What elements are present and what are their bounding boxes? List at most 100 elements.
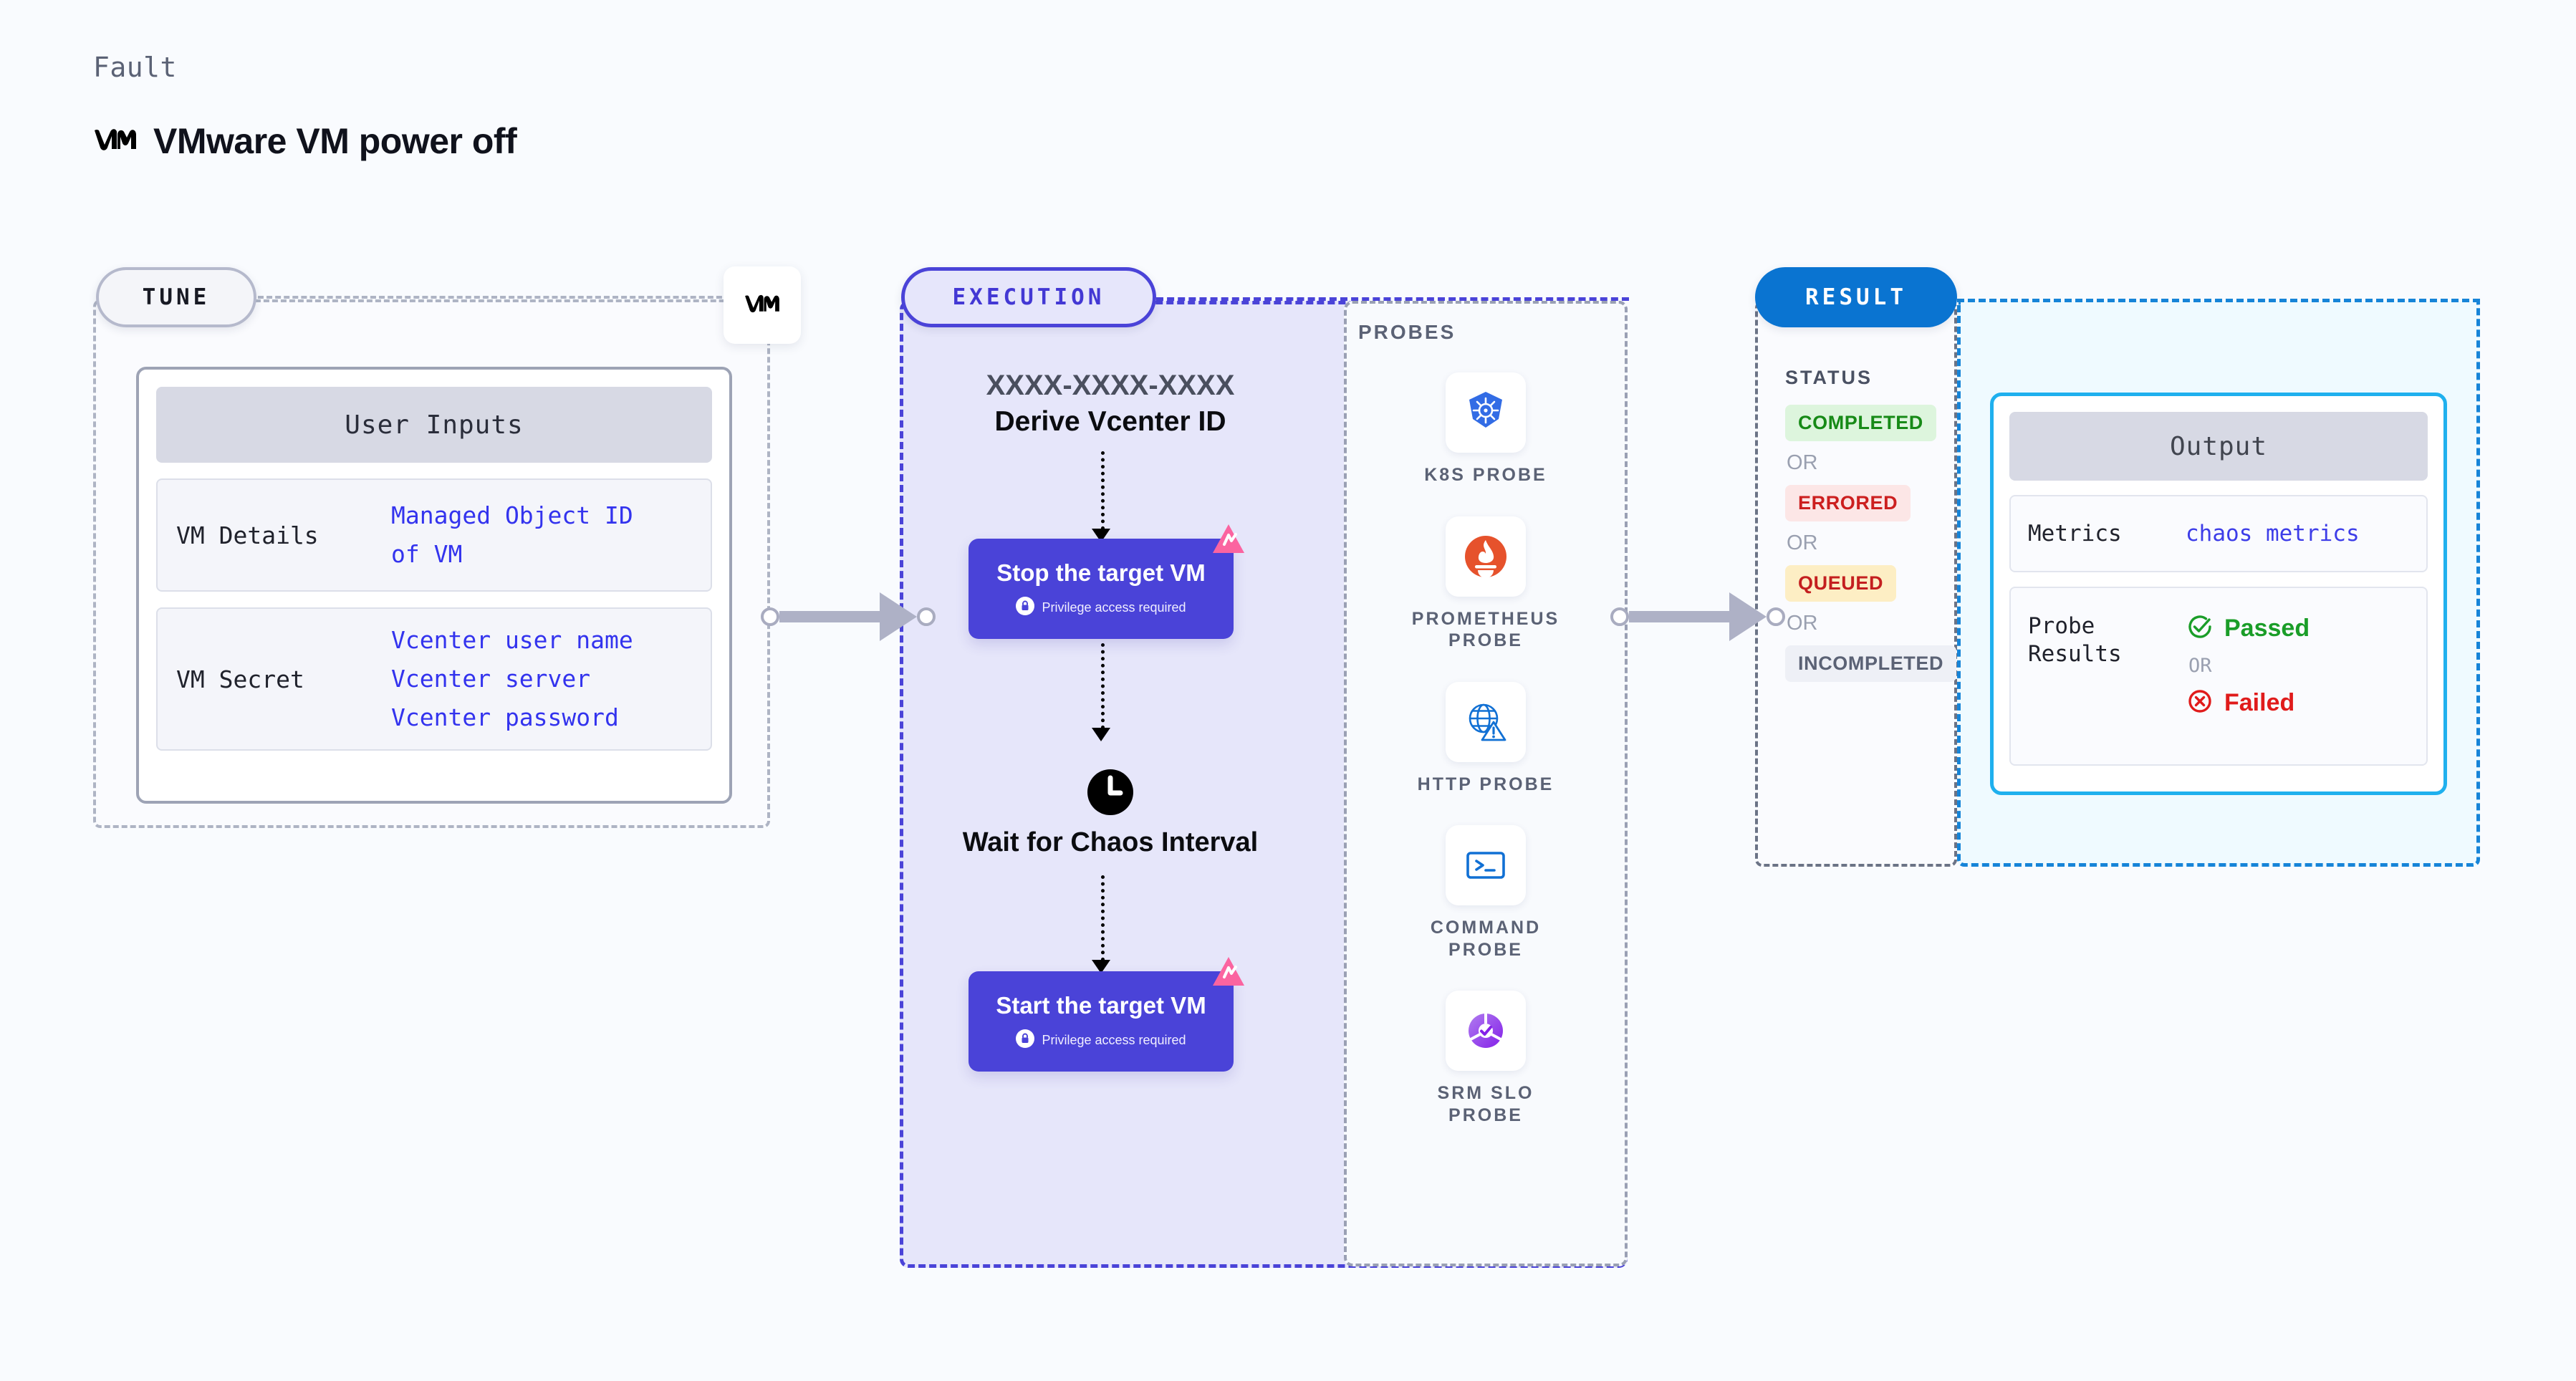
probe-item-http[interactable]: HTTP PROBE xyxy=(1417,681,1554,796)
status-or: OR xyxy=(1787,531,1818,554)
prometheus-icon xyxy=(1446,516,1526,597)
privilege-text: Privilege access required xyxy=(1042,1032,1186,1047)
wait-label: Wait for Chaos Interval xyxy=(962,827,1259,857)
output-header: Output xyxy=(2009,412,2428,481)
flow-arrowhead-2 xyxy=(1092,728,1110,741)
input-row-vm-secret: VM Secret Vcenter user name Vcenter serv… xyxy=(156,607,712,751)
status-or: OR xyxy=(1787,612,1818,635)
litmus-chaos-icon xyxy=(1207,521,1247,556)
probe-results-values: Passed OR Failed xyxy=(2186,612,2310,719)
connector-end-dot xyxy=(917,607,936,626)
input-value: of VM xyxy=(391,540,463,568)
tune-connector-line xyxy=(258,296,731,299)
input-value: Vcenter password xyxy=(391,703,619,732)
probe-result-passed: Passed xyxy=(2186,612,2310,645)
output-metrics-value[interactable]: chaos metrics xyxy=(2186,521,2360,547)
probe-item-prometheus[interactable]: PROMETHEUS PROBE xyxy=(1412,516,1559,652)
probe-item-k8s[interactable]: K8S PROBE xyxy=(1424,372,1547,486)
vmware-vm-logo-icon xyxy=(744,294,781,317)
connector-arrowhead xyxy=(1729,592,1767,641)
flow-line-1 xyxy=(1101,451,1105,530)
status-column: STATUS COMPLETED OR ERRORED OR QUEUED OR… xyxy=(1785,367,1957,682)
status-badge-queued: QUEUED xyxy=(1785,565,1897,602)
litmus-chaos-icon xyxy=(1207,954,1247,988)
x-circle-icon xyxy=(2186,687,2214,719)
execution-connector-line xyxy=(1156,297,1629,301)
result-stage-badge[interactable]: RESULT xyxy=(1755,267,1957,327)
connector-execution-to-result xyxy=(1610,592,1785,641)
tune-stage-badge[interactable]: TUNE xyxy=(96,267,256,327)
user-inputs-header: User Inputs xyxy=(156,387,712,463)
passed-label: Passed xyxy=(2224,615,2310,642)
connector-end-dot xyxy=(1767,607,1785,626)
vmware-vm-logo-icon xyxy=(93,127,138,155)
lock-icon xyxy=(1016,596,1035,619)
connector-arrowhead xyxy=(880,592,917,641)
probe-label: K8S PROBE xyxy=(1424,465,1547,485)
probe-label: COMMAND PROBE xyxy=(1430,918,1542,960)
derive-vcenter-id-value: XXXX-XXXX-XXXX xyxy=(986,370,1235,401)
kubernetes-icon xyxy=(1445,372,1526,453)
probes-section xyxy=(1344,301,1628,1266)
flow-line-2 xyxy=(1101,643,1105,729)
user-inputs-card: User Inputs VM Details Managed Object ID… xyxy=(136,367,732,804)
probe-label: PROMETHEUS PROBE xyxy=(1411,608,1560,651)
vmware-vendor-badge xyxy=(724,266,801,344)
probe-item-srm-slo[interactable]: SRM SLO PROBE xyxy=(1438,991,1534,1126)
step-title: Stop the target VM xyxy=(996,559,1206,586)
connector-start-dot xyxy=(1610,607,1629,626)
step-card-stop-vm[interactable]: Stop the target VM Privilege access requ… xyxy=(969,539,1234,639)
page-title-row: VMware VM power off xyxy=(93,120,517,162)
privilege-row: Privilege access required xyxy=(1016,1029,1186,1052)
input-row-values: Vcenter user name Vcenter server Vcenter… xyxy=(391,625,633,733)
output-card: Output Metrics chaos metrics Probe Resul… xyxy=(1990,393,2447,795)
probe-label: HTTP PROBE xyxy=(1417,774,1554,794)
connector-bar xyxy=(779,611,881,622)
status-or: OR xyxy=(1787,451,1818,474)
http-globe-warning-icon xyxy=(1445,681,1526,762)
input-row-values: Managed Object ID of VM xyxy=(391,501,633,569)
derive-vcenter-id-label: Derive Vcenter ID xyxy=(994,406,1226,437)
srm-slo-donut-icon xyxy=(1446,991,1526,1071)
page-title: VMware VM power off xyxy=(153,121,517,161)
connector-bar xyxy=(1629,611,1731,622)
privilege-text: Privilege access required xyxy=(1042,600,1186,615)
connector-start-dot xyxy=(761,607,779,626)
derive-vcenter-id-block: XXXX-XXXX-XXXX Derive Vcenter ID xyxy=(938,370,1282,438)
flow-arrowhead-3 xyxy=(1092,960,1110,973)
probe-item-command[interactable]: COMMAND PROBE xyxy=(1431,825,1541,961)
output-row-metrics: Metrics chaos metrics xyxy=(2009,495,2428,572)
terminal-icon xyxy=(1445,825,1526,905)
input-row-vm-details: VM Details Managed Object ID of VM xyxy=(156,478,712,592)
input-value: Vcenter user name xyxy=(391,625,633,654)
step-card-start-vm[interactable]: Start the target VM Privilege access req… xyxy=(969,971,1234,1072)
check-circle-icon xyxy=(2186,612,2214,645)
output-row-label: Metrics xyxy=(2028,520,2122,547)
status-heading: STATUS xyxy=(1785,367,1873,388)
probes-title: PROBES xyxy=(1358,321,1456,343)
status-badge-incompleted: INCOMPLETED xyxy=(1785,645,1957,682)
wait-for-chaos-interval-block: Wait for Chaos Interval xyxy=(938,768,1282,858)
lock-icon xyxy=(1016,1029,1035,1052)
execution-stage-badge[interactable]: EXECUTION xyxy=(901,267,1156,327)
input-value: Managed Object ID xyxy=(391,501,633,529)
failed-label: Failed xyxy=(2224,689,2295,716)
connector-tune-to-execution xyxy=(761,592,936,641)
status-badge-completed: COMPLETED xyxy=(1785,405,1936,441)
output-row-label: Probe Results xyxy=(2028,613,2122,667)
probe-result-or: OR xyxy=(2188,655,2212,677)
probe-result-failed: Failed xyxy=(2186,687,2310,719)
status-badge-errored: ERRORED xyxy=(1785,485,1911,521)
probes-list: K8S PROBE PROMETHEUS PROBE xyxy=(1344,372,1628,1126)
privilege-row: Privilege access required xyxy=(1016,596,1186,619)
input-value: Vcenter server xyxy=(391,664,591,693)
output-row-probe-results: Probe Results Passed OR xyxy=(2009,587,2428,766)
clock-icon xyxy=(1086,769,1135,819)
input-row-label: VM Details xyxy=(176,521,319,549)
flow-line-3 xyxy=(1101,875,1105,961)
fault-kicker: Fault xyxy=(93,52,177,83)
result-connector-line xyxy=(1957,299,2480,302)
step-title: Start the target VM xyxy=(996,991,1206,1019)
probe-label: SRM SLO PROBE xyxy=(1437,1083,1534,1125)
